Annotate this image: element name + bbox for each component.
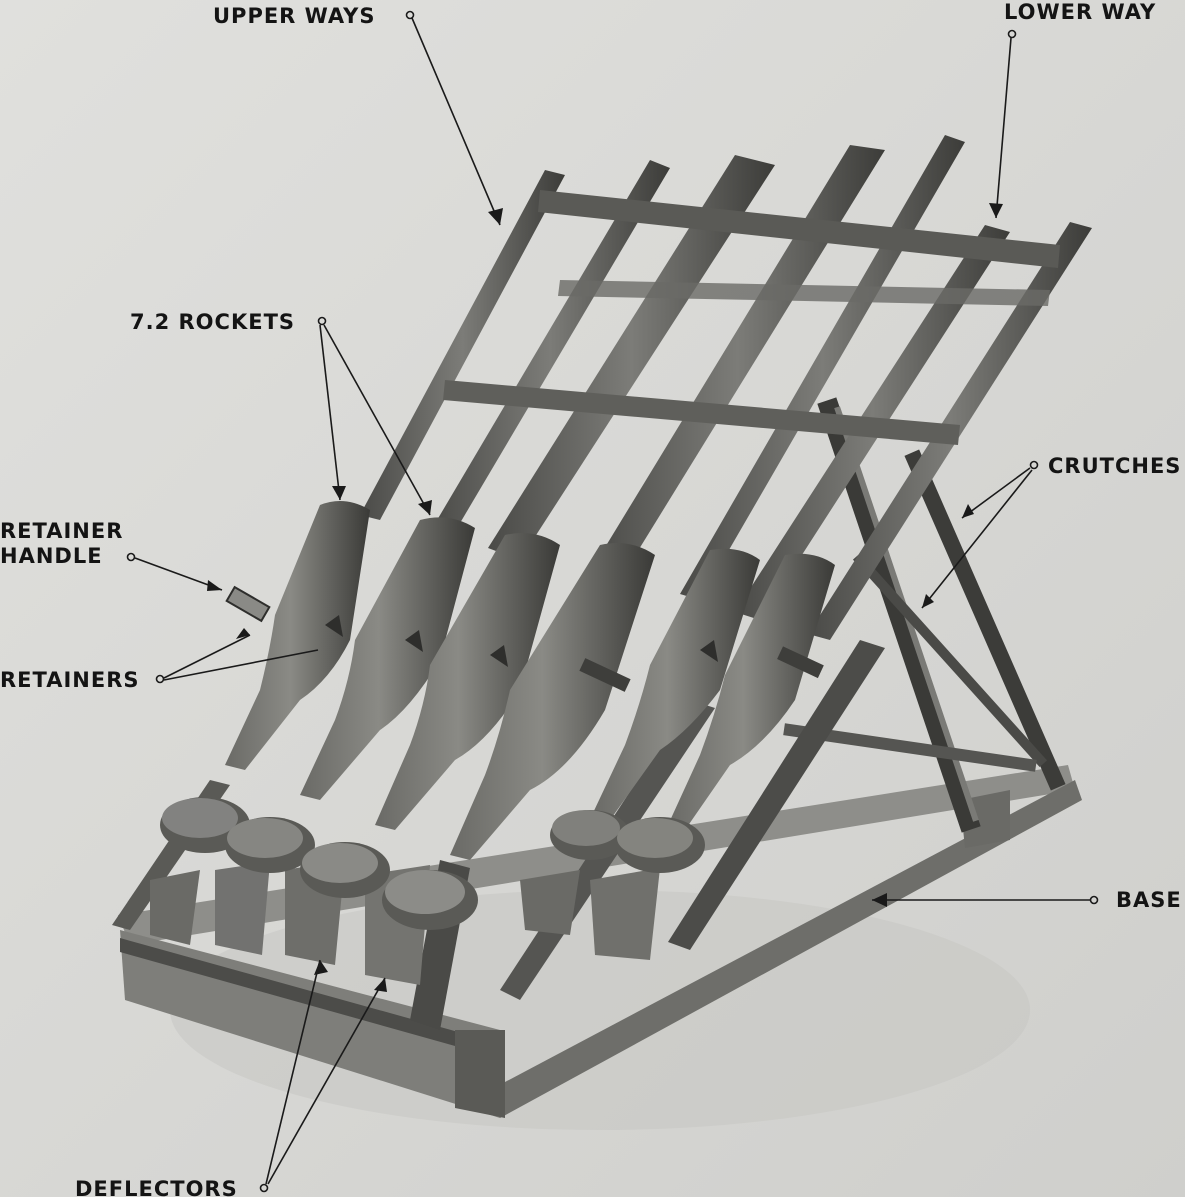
retainer-handle [225, 585, 271, 623]
crutches [783, 397, 1066, 833]
label-retainers: RETAINERS [0, 668, 140, 692]
rocket-1 [160, 501, 370, 853]
label-lower-ways: LOWER WAY [1004, 0, 1157, 24]
leader-arrowheads [207, 203, 1003, 992]
rocket-6 [615, 553, 835, 873]
launch-rails [112, 135, 1092, 1030]
rocket-5 [550, 548, 760, 860]
cross-members [443, 190, 1060, 445]
upper-ways [360, 135, 965, 600]
deflectors [150, 860, 660, 985]
label-rockets: 7.2 ROCKETS [130, 310, 296, 334]
retainers [325, 615, 824, 692]
label-retainer-handle-line2: HANDLE [0, 544, 103, 568]
rockets [160, 501, 835, 930]
leader-lines [126, 10, 1099, 1193]
rocket-3 [300, 532, 560, 898]
label-retainer-handle: RETAINER HANDLE [0, 519, 123, 569]
rocket-2 [225, 517, 475, 873]
label-retainer-handle-line1: RETAINER [0, 519, 124, 543]
label-deflectors: DEFLECTORS [75, 1177, 238, 1197]
rocket-4 [382, 542, 655, 930]
label-crutches: CRUTCHES [1048, 454, 1182, 478]
label-base: BASE [1116, 888, 1182, 912]
label-upper-ways: UPPER WAYS [213, 4, 376, 28]
